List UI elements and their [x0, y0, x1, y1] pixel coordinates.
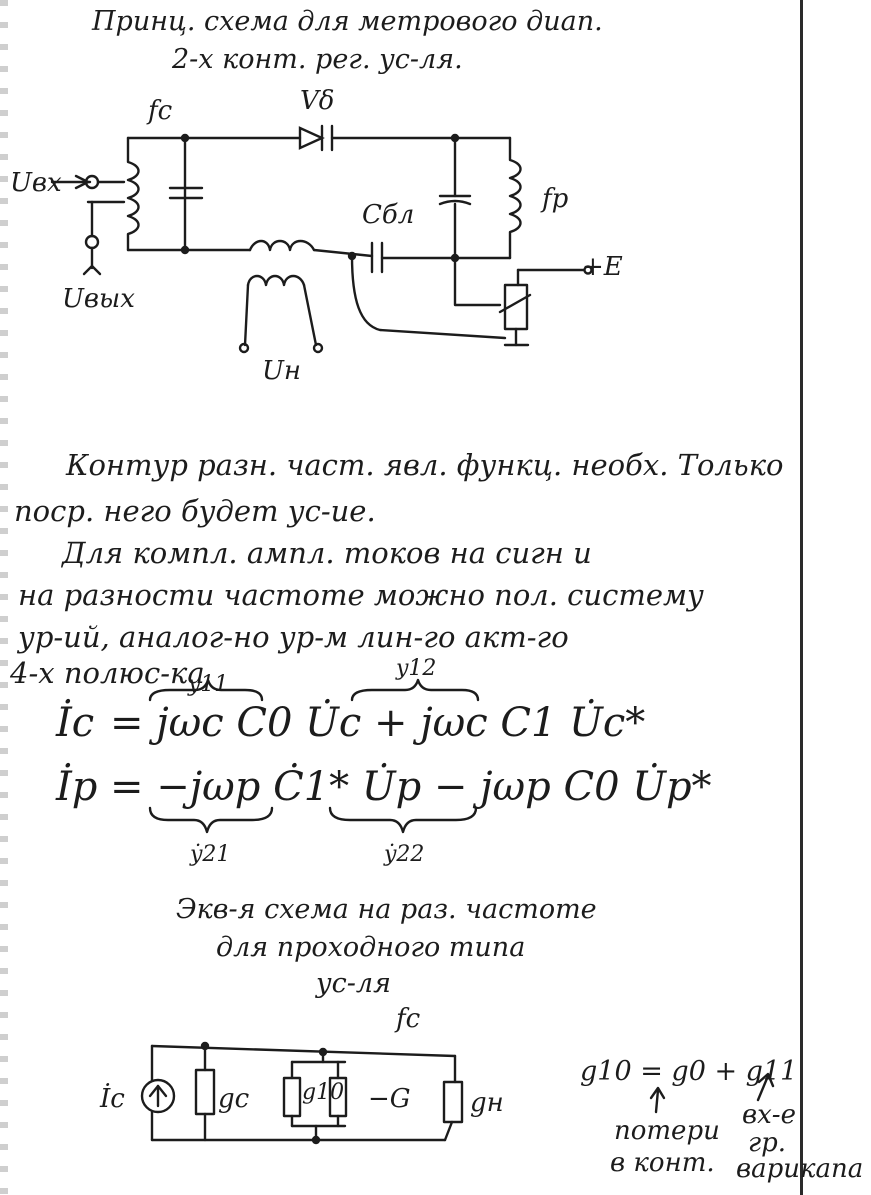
equation-1-lhs: İc: [56, 700, 95, 746]
right-tank-inductor: [508, 136, 522, 260]
equiv-label-gc: gc: [218, 1084, 250, 1114]
equiv-label-fc: fc: [396, 1004, 421, 1034]
equiv-label-negative-g: −G: [368, 1084, 411, 1114]
equiv-label-ic: İc: [100, 1084, 125, 1114]
label-un: Uн: [262, 356, 302, 386]
equiv-label-gn: gн: [470, 1088, 504, 1118]
supply-terminal: [583, 265, 593, 275]
varactor-diode: [298, 126, 325, 150]
paragraph-2-line-4: 4-х полюс-ка: [10, 656, 205, 690]
title-line-1: Принц. схема для метрового диап.: [92, 6, 603, 37]
paragraph-2-line-1: Для компл. ампл. токов на сигн и: [62, 536, 592, 570]
margin-line: [800, 0, 803, 1195]
label-fp: fp: [542, 184, 569, 214]
note-input-line-2: гр.: [748, 1128, 787, 1158]
label-uin: Uвх: [10, 168, 62, 198]
paragraph-2-line-2: на разности частоте можно пол. систему: [18, 578, 704, 612]
note-input-line-3: варикапа: [736, 1154, 864, 1184]
label-y11: y11: [188, 672, 229, 697]
note-losses-line-2: в конт.: [610, 1148, 715, 1178]
note-formula: g10 = g0 + g11: [580, 1056, 798, 1087]
equiv-heading-line-2: для проходного типа: [216, 932, 526, 963]
pump-terminal-right: [312, 342, 324, 354]
note-input-line-1: вх-е: [742, 1100, 796, 1130]
label-fc: fc: [148, 96, 173, 126]
equiv-heading-line-3: ус-ля: [316, 968, 391, 999]
left-tank-inductor: [126, 136, 140, 252]
equation-2-rhs: = −jωp Ċ1* U̇p − jωp C0 U̇p*: [110, 764, 712, 810]
equiv-heading-line-1: Экв-я схема на раз. частоте: [176, 894, 597, 925]
equation-1-rhs: = jωc C0 U̇c + jωc C1 U̇c*: [110, 700, 646, 746]
label-vd: Vδ: [300, 86, 335, 116]
paragraph-1-line-2: поср. него будет ус-ие.: [14, 494, 376, 528]
current-source: [140, 1078, 176, 1114]
equation-2-lhs: İp: [56, 764, 98, 810]
label-uout: Uвых: [62, 284, 135, 314]
paragraph-1-line-1: Контур разн. част. явл. функц. необх. То…: [66, 448, 784, 482]
label-y22: ẏ22: [384, 842, 425, 867]
label-y12: y12: [396, 656, 437, 681]
note-losses-line-1: потери: [614, 1116, 720, 1146]
label-y21: ẏ21: [190, 842, 231, 867]
label-supply: +E: [582, 252, 623, 282]
pump-coupling-coil: [248, 239, 316, 252]
title-line-2: 2-х конт. рег. ус-ля.: [172, 44, 463, 75]
pump-terminal-left: [238, 342, 250, 354]
label-cbl: Cбл: [362, 200, 415, 230]
notebook-binding: [0, 0, 8, 1195]
paragraph-2-line-3: ур-ий, аналог-но ур-м лин-го акт-го: [18, 620, 569, 654]
equiv-label-g10: g10: [302, 1080, 345, 1105]
